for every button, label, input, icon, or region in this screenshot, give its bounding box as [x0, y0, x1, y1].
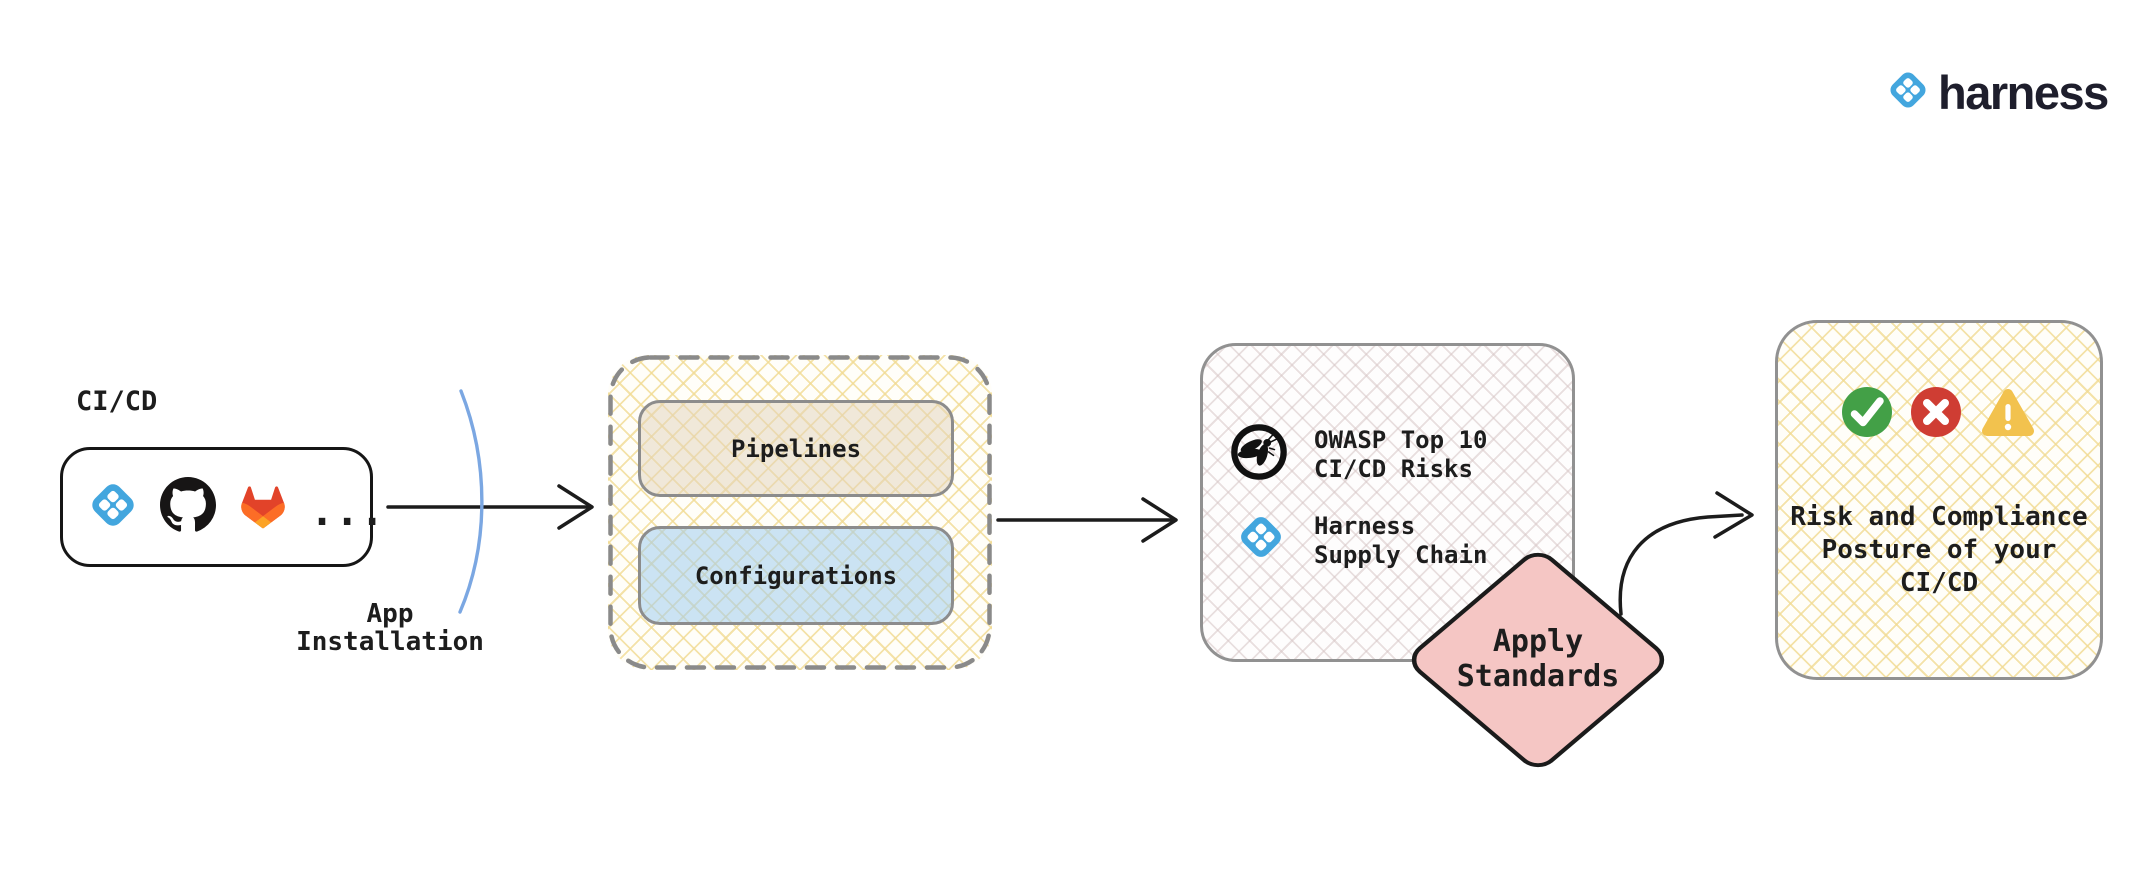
- harness-logo: harness: [1886, 65, 2109, 119]
- app-installation-arc: [458, 389, 484, 614]
- harness-icon: [1236, 512, 1286, 566]
- harness-wordmark: harness: [1938, 65, 2109, 119]
- harness-icon: [87, 479, 139, 535]
- outcome-label: Risk and Compliance Posture of your CI/C…: [1790, 502, 2088, 598]
- arrow-decision-to-outcome: [1618, 491, 1754, 616]
- outcome-node: Risk and Compliance Posture of your CI/C…: [1775, 320, 2103, 680]
- apply-standards-label: Apply Standards: [1456, 624, 1620, 694]
- scope-node: Pipelines Configurations: [608, 355, 992, 670]
- owasp-icon: [1230, 423, 1288, 485]
- status-icons: [1778, 386, 2100, 442]
- arrow-source-to-scope: [386, 484, 594, 530]
- app-installation-label: App Installation: [296, 599, 484, 657]
- standards-node: OWASP Top 10 CI/CD Risks Harness Supply …: [1200, 343, 1575, 662]
- gitlab-icon: [237, 481, 289, 533]
- warning-icon: [1979, 386, 2037, 442]
- cross-icon: [1910, 386, 1962, 442]
- owasp-risks-label: OWASP Top 10 CI/CD Risks: [1314, 426, 1488, 483]
- source-node: ...: [60, 447, 384, 567]
- pipelines-node: Pipelines: [638, 400, 954, 497]
- configurations-node: Configurations: [638, 526, 954, 625]
- github-icon: [160, 477, 216, 537]
- harness-mark-icon: [1886, 68, 1930, 116]
- harness-supply-chain-label: Harness Supply Chain: [1314, 512, 1488, 569]
- source-title: CI/CD: [76, 386, 158, 417]
- arrow-scope-to-standards: [996, 497, 1178, 543]
- check-icon: [1841, 386, 1893, 442]
